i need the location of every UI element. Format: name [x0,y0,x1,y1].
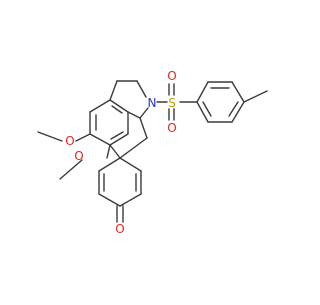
bond-tol-inner-2 [228,101,239,117]
bond-ring-n [139,107,149,119]
bond-ring-ch [127,111,141,119]
bond-methyl [243,90,268,103]
bond-five-1 [139,117,148,139]
bond-five-3 [109,144,121,159]
bond-tol-inner-3 [202,101,212,117]
atom-labels: N S O O O O O [65,69,176,236]
sulfonyl-oxygen-top-label: O [167,69,176,83]
bond-dien-4 [119,193,142,207]
structure-svg: N S O O O O O [37,69,268,236]
bond-dien-1 [98,157,121,172]
bond-ome1-b [37,131,63,142]
bond-arom-4 [89,133,111,146]
nitrogen-label: N [148,96,157,110]
bond-ome1-a [75,133,91,142]
bonds [37,80,268,223]
bond-dien-3 [98,193,121,207]
bond-tol-3 [231,81,245,103]
methoxy-oxygen-1-label: O [65,134,74,148]
bond-ring-c3 [136,80,147,98]
bond-arom-3 [109,133,129,146]
ketone-oxygen-label: O [115,222,124,236]
sulfonyl-oxygen-bottom-label: O [167,121,176,135]
bond-tol-6 [196,101,209,123]
bond-arom-inner-1 [111,105,123,114]
bond-five-2 [119,137,148,159]
bond-tol-4 [231,101,245,123]
bond-ome2-a [106,144,111,159]
sulfur-label: S [168,96,176,110]
bond-tol-1 [196,81,209,103]
methoxy-oxygen-2-label: O [74,149,83,163]
bond-ome2-b [59,159,83,180]
bond-arom-1 [109,99,129,113]
bond-dien-6 [119,157,142,172]
molecule-diagram: N S O O O O O [37,69,268,236]
bond-ring-c1 [109,80,118,101]
bond-arom-6 [89,99,111,113]
bond-arom-inner-2 [110,131,124,140]
